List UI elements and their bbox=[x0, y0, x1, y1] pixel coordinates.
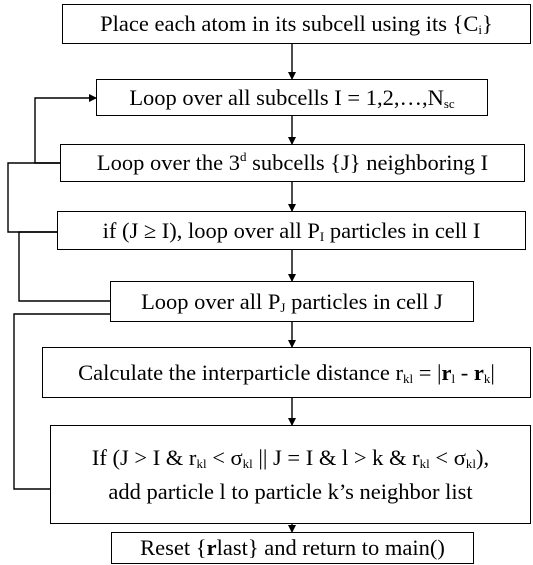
step-loop-pj: Loop over all PJ particles in cell J bbox=[110, 281, 474, 322]
step-if-j-ge-i: if (J ≥ I), loop over all PI particles i… bbox=[57, 211, 526, 250]
loopback-ifcond-to-pj bbox=[13, 313, 110, 490]
step-loop-subcells: Loop over all subcells I = 1,2,…,Nsc bbox=[96, 79, 488, 116]
step-if-condition: If (J > I & rkl < σkl || J = I & l > k &… bbox=[50, 425, 531, 524]
loopback-if-to-neighbors bbox=[7, 162, 60, 233]
step-reset: Reset {rlast} and return to main() bbox=[111, 532, 474, 564]
step-place-atoms: Place each atom in its subcell using its… bbox=[62, 4, 531, 44]
step-if-condition-line1: If (J > I & rkl < σkl || J = I & l > k &… bbox=[91, 444, 490, 471]
step-loop-neighbors-text: Loop over the 3d subcells {J} neighborin… bbox=[96, 149, 489, 175]
step-if-condition-line2: add particle l to particle k’s neighbor … bbox=[108, 478, 473, 504]
step-loop-subcells-text: Loop over all subcells I = 1,2,…,Nsc bbox=[129, 84, 455, 111]
step-calc-distance: Calculate the interparticle distance rkl… bbox=[42, 347, 531, 398]
step-if-j-ge-i-text: if (J ≥ I), loop over all PI particles i… bbox=[102, 217, 481, 244]
step-place-atoms-text: Place each atom in its subcell using its… bbox=[100, 11, 493, 37]
step-loop-pj-text: Loop over all PJ particles in cell J bbox=[141, 288, 443, 315]
step-calc-distance-text: Calculate the interparticle distance rkl… bbox=[78, 359, 495, 386]
step-reset-text: Reset {rlast} and return to main() bbox=[140, 535, 445, 560]
step-loop-neighbors: Loop over the 3d subcells {J} neighborin… bbox=[60, 144, 525, 182]
loopback-pj-to-if bbox=[18, 231, 110, 302]
